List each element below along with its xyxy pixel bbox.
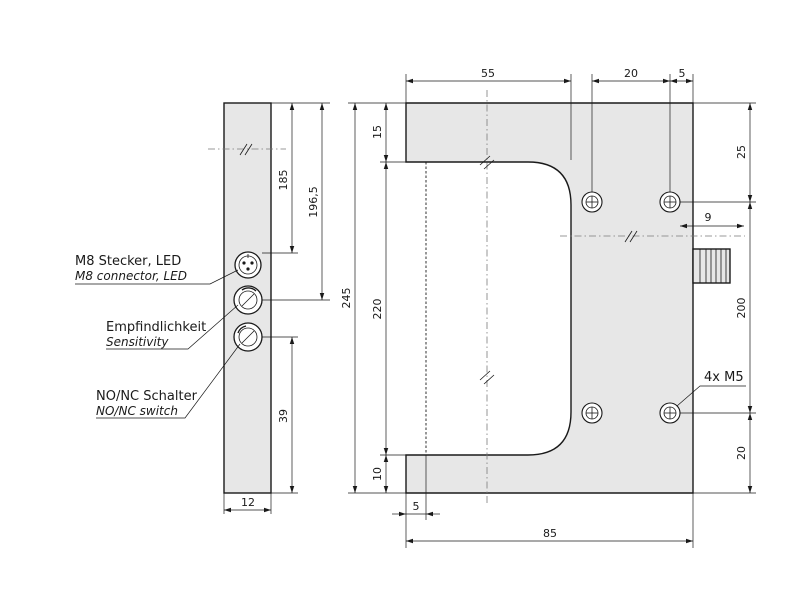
fork-body xyxy=(405,102,694,494)
switch-icon xyxy=(233,322,263,352)
screw-hole-icon xyxy=(581,191,603,213)
dim-200: 200 xyxy=(735,298,748,319)
dim-10: 10 xyxy=(371,467,384,481)
callouts: M8 Stecker, LED M8 connector, LED Empfin… xyxy=(75,254,241,419)
label-switch-en: NO/NC switch xyxy=(96,404,178,418)
label-sensitivity-de: Empfindlichkeit xyxy=(106,320,206,335)
side-view: 185 196,5 39 12 xyxy=(208,102,330,514)
break-mark xyxy=(239,143,253,156)
dim-20-top: 20 xyxy=(624,67,638,80)
dim-220: 220 xyxy=(371,299,384,320)
dim-12: 12 xyxy=(241,496,255,509)
dim-5-bottom: 5 xyxy=(413,500,420,513)
label-holes: 4x M5 xyxy=(704,370,744,385)
dim-25: 25 xyxy=(735,145,748,159)
dim-245: 245 xyxy=(340,288,353,309)
screw-hole-icon xyxy=(659,191,681,213)
label-connector-en: M8 connector, LED xyxy=(75,269,187,283)
dim-39: 39 xyxy=(277,409,290,423)
dim-15: 15 xyxy=(371,125,384,139)
label-connector-de: M8 Stecker, LED xyxy=(75,254,181,269)
screw-hole-icon xyxy=(581,402,603,424)
side-connector-icon xyxy=(692,248,731,284)
label-switch-de: NO/NC Schalter xyxy=(96,389,198,404)
dim-9: 9 xyxy=(705,211,712,224)
potentiometer-icon xyxy=(233,285,263,315)
label-sensitivity-en: Sensitivity xyxy=(106,335,169,349)
dim-196-5: 196,5 xyxy=(307,186,320,218)
dim-55: 55 xyxy=(481,67,495,80)
m8-connector-icon xyxy=(234,251,262,279)
dim-185: 185 xyxy=(277,170,290,191)
dim-85: 85 xyxy=(543,527,557,540)
dim-5-top: 5 xyxy=(679,67,686,80)
dim-20-right: 20 xyxy=(735,446,748,460)
front-view: 55 20 5 245 15 220 10 25 9 200 xyxy=(340,67,756,548)
